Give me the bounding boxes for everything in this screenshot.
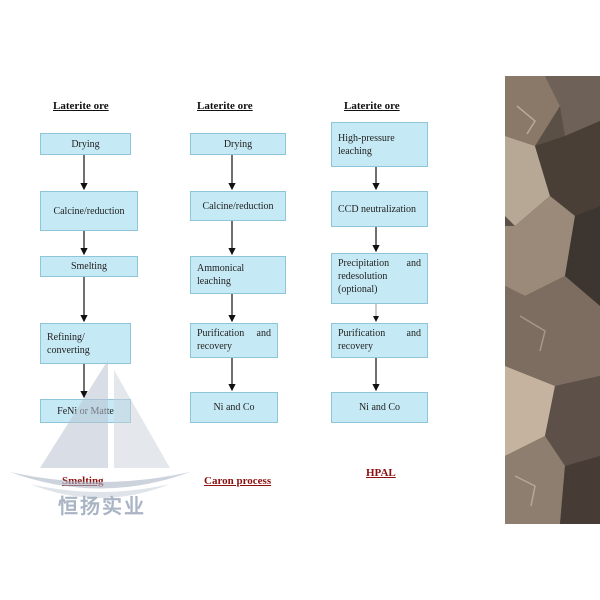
col2-step-calcine: Calcine/reduction [190,191,286,221]
column-2-method-label: Caron process [204,475,272,487]
col3-step-purification: Purification and recovery [331,323,428,358]
col3-step-ccd: CCD neutralization [331,191,428,227]
flow-arrows [80,155,380,399]
col1-step-drying: Drying [40,133,131,155]
column-1-title: Laterite ore [53,100,109,112]
watermark-text: 恒扬实业 [58,494,146,518]
laterite-rock-photo [505,76,600,524]
col2-step-drying: Drying [190,133,286,155]
col2-step-product: Ni and Co [190,392,278,423]
col1-step-calcine: Calcine/reduction [40,191,138,231]
sail-logo-watermark [10,360,190,498]
column-2-title: Laterite ore [197,100,253,112]
col2-step-purification: Purification and recovery [190,323,278,358]
column-3-method-label: HPAL [366,467,396,479]
col3-step-product: Ni and Co [331,392,428,423]
column-3-title: Laterite ore [344,100,400,112]
col2-step-leaching: Ammonical leaching [190,256,286,294]
col3-step-hp-leaching: High-pressure leaching [331,122,428,167]
col3-step-precipitation: Precipitation and redesolution (optional… [331,253,428,304]
col1-step-smelting: Smelting [40,256,138,277]
col1-step-refining: Refining/ converting [40,323,131,364]
